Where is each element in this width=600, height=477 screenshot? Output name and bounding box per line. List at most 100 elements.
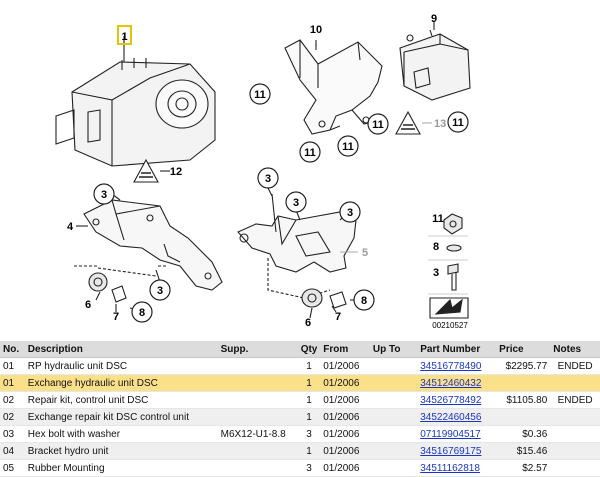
cell-notes — [550, 459, 600, 477]
callout-label-3e: 3 — [347, 207, 353, 219]
part-number-link[interactable]: 34526778492 — [420, 394, 482, 406]
cell-part-number: 34516778490 — [417, 357, 497, 375]
callout-3-e[interactable]: 3 — [339, 201, 361, 223]
callout-12[interactable]: 12 — [170, 166, 182, 178]
cell-qty: 1 — [297, 442, 321, 460]
cell-from: 01/2006 — [320, 357, 370, 375]
table-row[interactable]: 02 Repair kit, control unit DSC 1 01/200… — [0, 391, 600, 409]
parts-table: No. Description Supp. Qty From Up To Par… — [0, 341, 600, 477]
cell-upto — [369, 442, 418, 460]
rubber-mount-drawing-right — [301, 288, 347, 309]
callout-label-7-right: 7 — [335, 311, 341, 323]
table-row[interactable]: 02 Exchange repair kit DSC control unit … — [0, 408, 600, 426]
cell-supp — [217, 442, 298, 460]
part-number-link[interactable]: 07119904517 — [420, 428, 481, 440]
cell-description: Hex bolt with washer — [24, 425, 218, 443]
cell-upto — [369, 391, 418, 409]
callout-3-b[interactable]: 3 — [257, 167, 279, 189]
callout-7-right[interactable]: 7 — [335, 311, 341, 323]
callout-8-hardware[interactable]: 8 — [433, 241, 439, 253]
cell-upto — [369, 425, 418, 443]
rubber-mount-drawing-left — [88, 272, 127, 303]
cell-qty: 1 — [297, 408, 321, 426]
cell-from: 01/2006 — [320, 459, 370, 477]
parts-table-header: No. Description Supp. Qty From Up To Par… — [0, 341, 600, 358]
callout-3-a[interactable]: 3 — [93, 183, 115, 205]
callout-4[interactable]: 4 — [67, 221, 74, 233]
callout-6-left[interactable]: 6 — [85, 299, 91, 311]
callout-label-3a: 3 — [101, 189, 107, 201]
callout-11-e[interactable]: 11 — [447, 111, 469, 133]
table-row[interactable]: 04 Bracket hydro unit 1 01/2006 34516769… — [0, 442, 600, 460]
cell-no: 01 — [0, 357, 25, 375]
cell-supp — [217, 391, 298, 409]
callout-3-d[interactable]: 3 — [149, 279, 171, 301]
cell-notes — [550, 425, 600, 443]
cell-description: Rubber Mounting — [24, 459, 218, 477]
callout-11-a[interactable]: 11 — [249, 83, 271, 105]
callout-5[interactable]: 5 — [362, 247, 368, 259]
callout-3-hardware[interactable]: 3 — [433, 267, 439, 279]
part-number-link[interactable]: 34512460432 — [420, 377, 482, 389]
callout-7-left[interactable]: 7 — [113, 311, 119, 323]
cell-notes — [550, 442, 600, 460]
callout-11-b[interactable]: 11 — [299, 141, 321, 163]
cell-supp — [217, 408, 298, 426]
callout-13[interactable]: 13 — [434, 118, 446, 130]
cell-from: 01/2006 — [320, 391, 370, 409]
cell-no: 04 — [0, 442, 25, 460]
cell-qty: 3 — [297, 459, 321, 477]
cell-part-number: 34511162818 — [417, 459, 497, 477]
cell-no: 02 — [0, 408, 25, 426]
callout-11-c[interactable]: 11 — [337, 135, 359, 157]
cell-part-number: 34522460456 — [417, 408, 497, 426]
cell-no: 03 — [0, 425, 25, 443]
callout-label-11d: 11 — [372, 119, 384, 131]
cell-qty: 1 — [297, 391, 321, 409]
bracket-drawing-10 — [284, 39, 383, 135]
callout-11-d[interactable]: 11 — [367, 113, 389, 135]
cell-from: 01/2006 — [320, 425, 370, 443]
callout-8-left[interactable]: 8 — [131, 301, 153, 323]
cell-from: 01/2006 — [320, 442, 370, 460]
table-row[interactable]: 01 RP hydraulic unit DSC 1 01/2006 34516… — [0, 357, 600, 375]
cell-price: $15.46 — [496, 442, 551, 460]
bracket-drawing-4 — [74, 199, 223, 291]
cell-notes: ENDED — [550, 391, 600, 409]
callout-label-1: 1 — [121, 31, 127, 43]
callout-label-6-right: 6 — [305, 317, 311, 329]
header-part-number: Part Number — [417, 341, 497, 358]
callout-10[interactable]: 10 — [310, 24, 322, 36]
cell-supp — [217, 459, 298, 477]
part-number-link[interactable]: 34511162818 — [420, 462, 480, 474]
cell-description: Bracket hydro unit — [24, 442, 218, 460]
callout-label-11-hardware: 11 — [432, 213, 444, 225]
callout-label-11c: 11 — [342, 141, 354, 153]
callout-11-hardware[interactable]: 11 — [432, 213, 444, 225]
callout-label-8-right: 8 — [361, 295, 367, 307]
header-notes: Notes — [550, 341, 600, 358]
table-row[interactable]: 05 Rubber Mounting 3 01/2006 34511162818… — [0, 459, 600, 477]
callout-3-c[interactable]: 3 — [285, 191, 307, 213]
cell-qty: 1 — [297, 374, 321, 392]
part-number-link[interactable]: 34522460456 — [420, 411, 482, 423]
header-description: Description — [24, 341, 218, 358]
table-row[interactable]: 03 Hex bolt with washer M6X12-U1-8.8 3 0… — [0, 425, 600, 443]
cell-price: $1105.80 — [496, 391, 551, 409]
callout-6-right[interactable]: 6 — [305, 317, 311, 329]
cell-price: $2.57 — [496, 459, 551, 477]
cell-price: $2295.77 — [496, 357, 551, 375]
cell-notes — [550, 408, 600, 426]
cell-no: 02 — [0, 391, 25, 409]
callout-9[interactable]: 9 — [431, 13, 437, 25]
control-unit-drawing-9 — [399, 29, 471, 101]
callout-1[interactable]: 1 — [117, 25, 132, 45]
header-upto: Up To — [369, 341, 418, 358]
part-number-link[interactable]: 34516778490 — [420, 360, 482, 372]
callout-8-right[interactable]: 8 — [353, 289, 375, 311]
header-price: Price — [496, 341, 551, 358]
part-number-link[interactable]: 34516769175 — [420, 445, 482, 457]
callout-label-10: 10 — [310, 24, 322, 36]
table-row[interactable]: 01 Exchange hydraulic unit DSC 1 01/2006… — [0, 374, 600, 392]
cell-from: 01/2006 — [320, 408, 370, 426]
